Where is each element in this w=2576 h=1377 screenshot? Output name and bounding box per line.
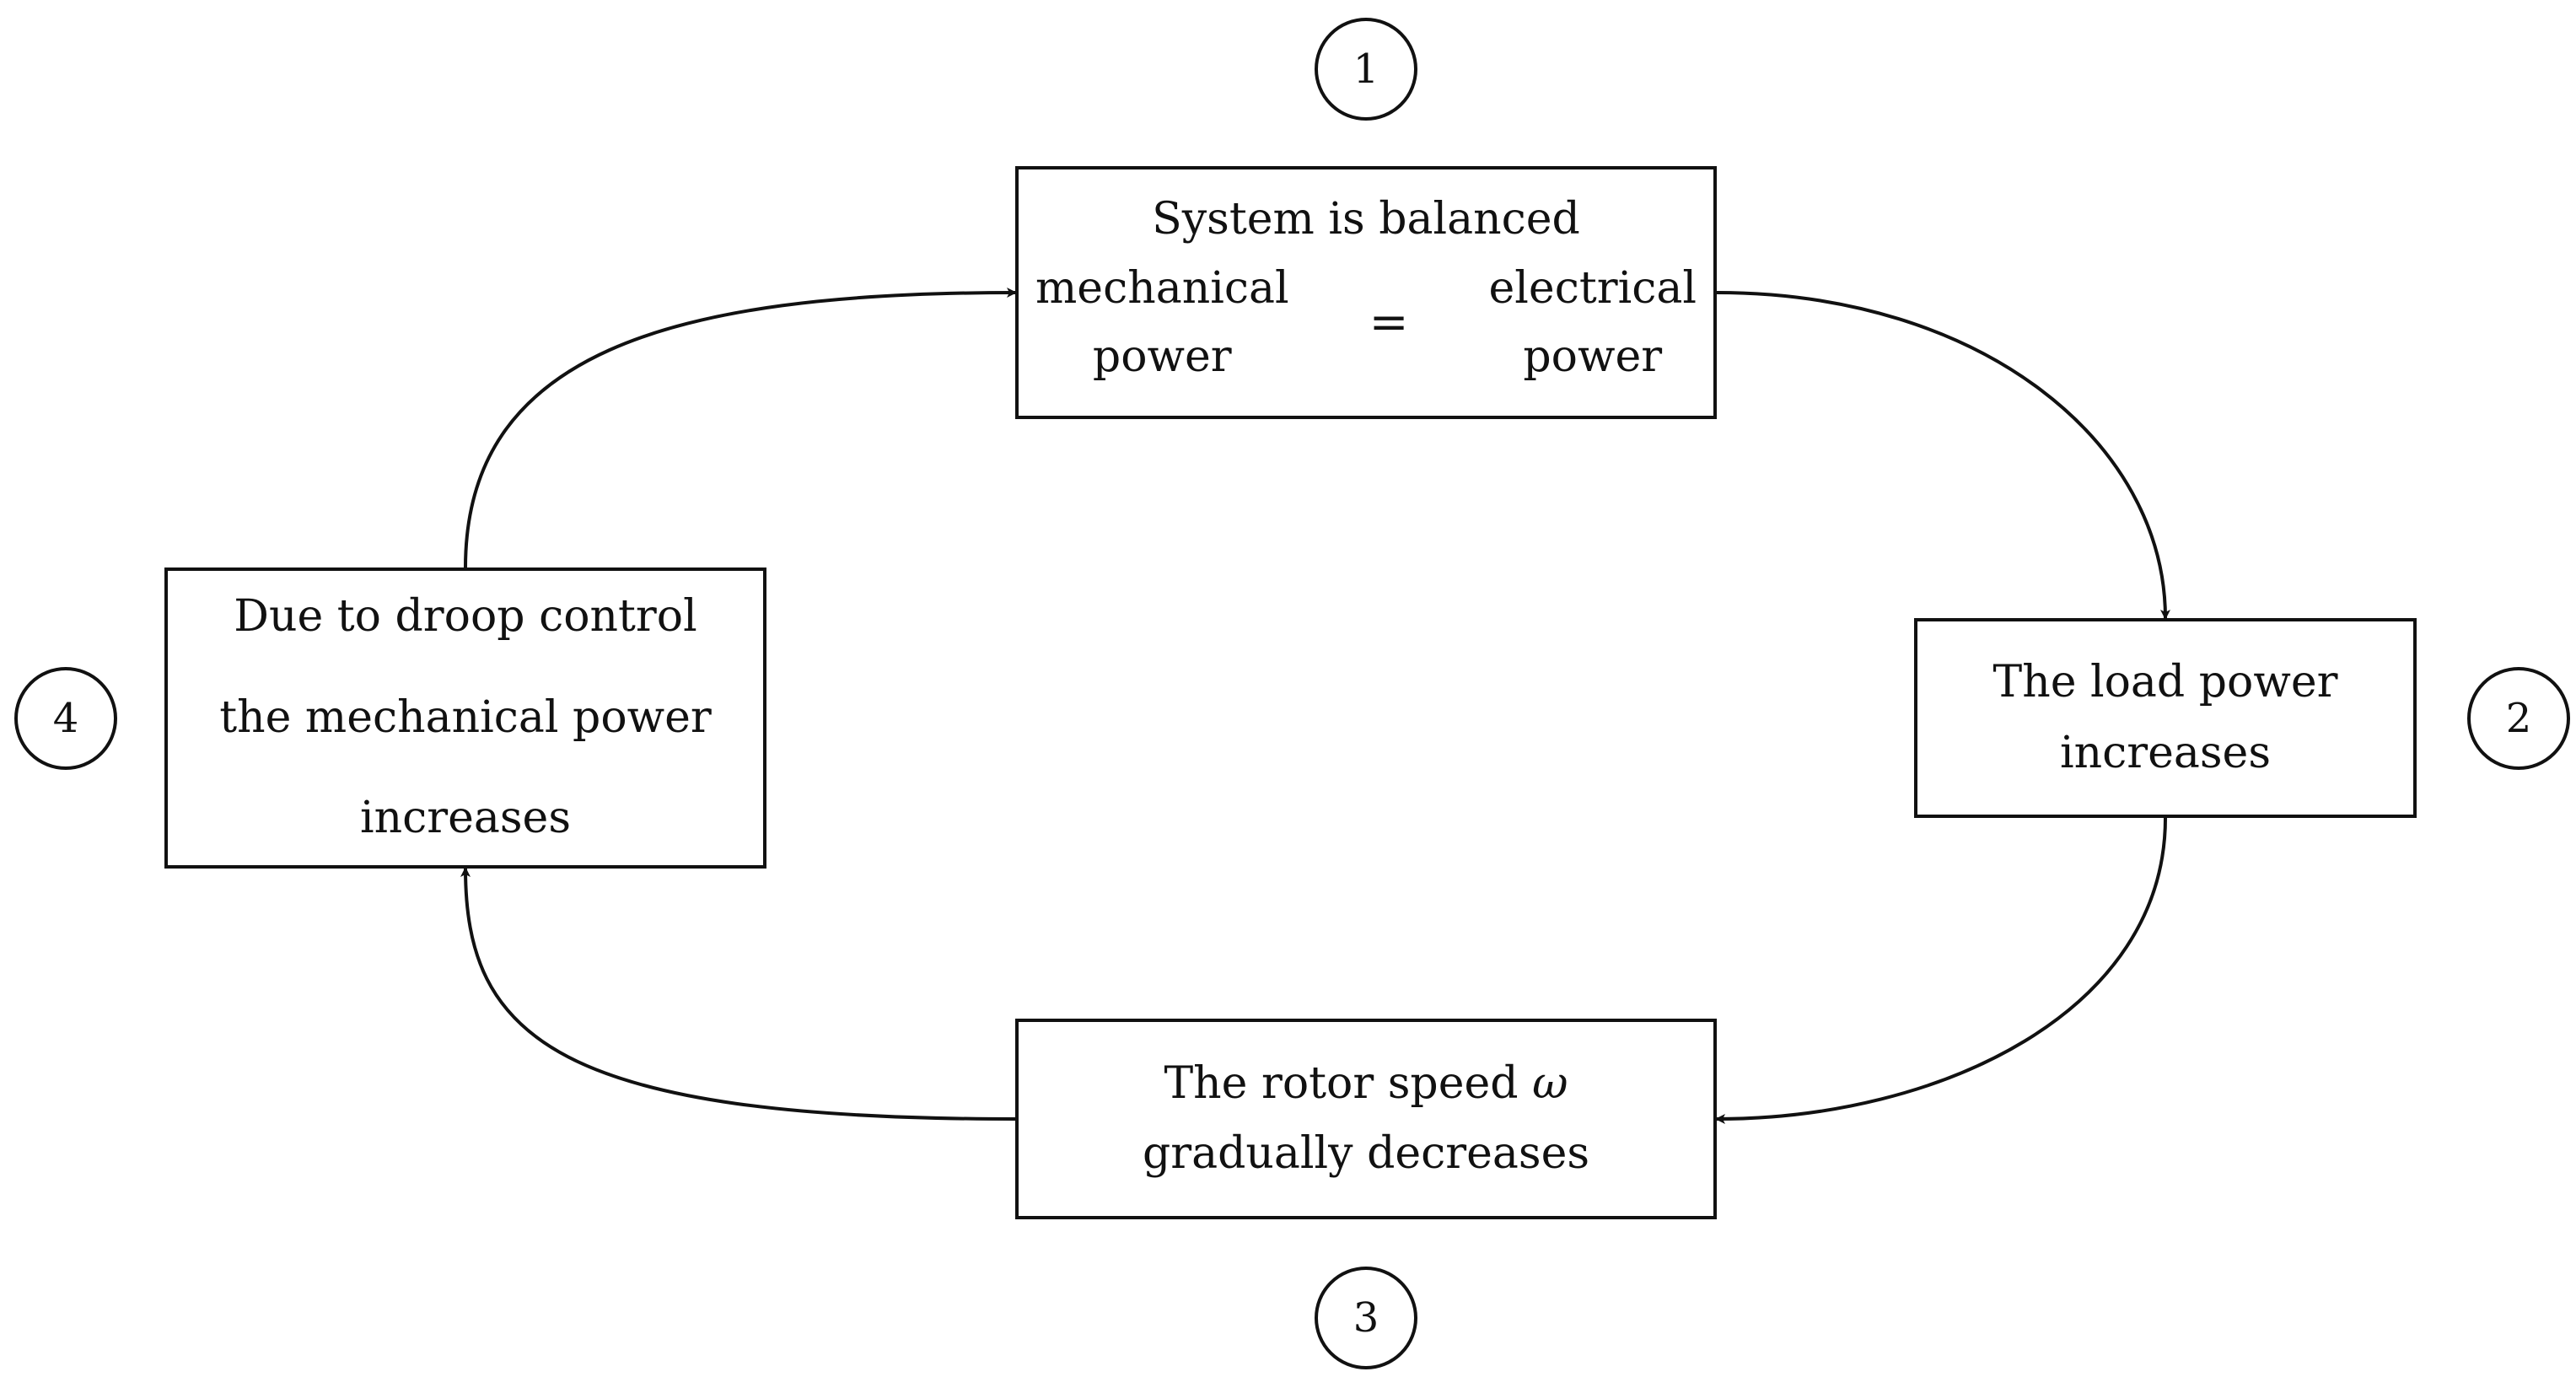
load-power-line2: increases: [2059, 727, 2272, 778]
step-3-marker: 3: [1315, 1267, 1417, 1369]
arrow-droop-to-balanced: [464, 288, 1017, 568]
equals-sign: =: [1369, 294, 1409, 350]
rotor-speed-line2: gradually decreases: [1142, 1128, 1590, 1179]
rotor-speed-line1: The rotor speed ω: [1164, 1049, 1568, 1119]
electrical-label: electrical: [1488, 263, 1697, 315]
arrow-load-to-rotor: [1715, 817, 2167, 1124]
load-power-box: The load power increases: [1914, 618, 2417, 818]
arrow-balanced-to-load: [1716, 291, 2170, 620]
omega-symbol: ω: [1532, 1057, 1568, 1109]
rotor-speed-box: The rotor speed ω gradually decreases: [1015, 1019, 1717, 1219]
droop-control-line2: the mechanical power: [219, 691, 712, 743]
load-power-line1: The load power: [1993, 657, 2338, 708]
mechanical-power-label: power: [1092, 331, 1232, 382]
droop-control-box: Due to droop control the mechanical powe…: [164, 567, 766, 869]
mechanical-power-term: mechanical power: [1035, 255, 1289, 390]
rotor-speed-text: The rotor speed: [1164, 1057, 1519, 1109]
power-equation: mechanical power = electrical power: [1019, 255, 1713, 390]
step-1-marker: 1: [1315, 18, 1417, 121]
electrical-power-label: power: [1523, 331, 1663, 382]
system-balanced-box: System is balanced mechanical power = el…: [1015, 166, 1717, 419]
step-2-marker: 2: [2467, 667, 2570, 770]
arrow-rotor-to-droop: [460, 867, 1016, 1121]
electrical-power-term: electrical power: [1489, 255, 1697, 390]
step-4-marker: 4: [14, 667, 117, 770]
droop-control-line1: Due to droop control: [234, 591, 697, 643]
mechanical-label: mechanical: [1035, 263, 1289, 315]
system-balanced-title: System is balanced: [1152, 194, 1580, 245]
droop-control-line3: increases: [359, 793, 572, 844]
